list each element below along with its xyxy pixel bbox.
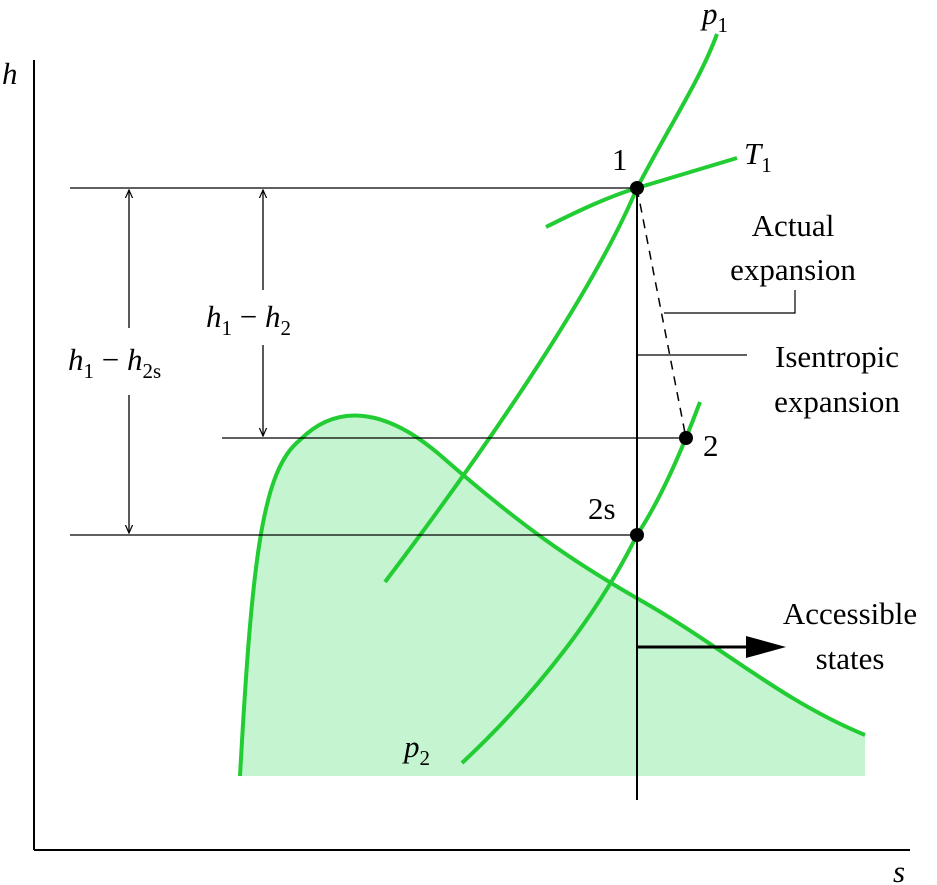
actual-expansion-label-line1: Actual <box>752 208 835 243</box>
h1-minus-h2-label: h1 − h2 <box>206 299 291 340</box>
isentropic-expansion-label-line1: Isentropic <box>775 339 899 374</box>
actual-expansion-leader <box>664 290 796 314</box>
state-point-2 <box>679 431 693 445</box>
accessible-states-label-line1: Accessible <box>783 596 917 631</box>
state-1-label: 1 <box>612 142 628 177</box>
actual-expansion-label-line2: expansion <box>730 252 856 287</box>
accessible-states-label-line2: states <box>816 641 885 676</box>
isentropic-expansion-label-line2: expansion <box>774 384 900 419</box>
state-2s-label: 2s <box>588 491 616 526</box>
actual-expansion-line <box>636 187 687 439</box>
p2-label: p2 <box>402 729 430 770</box>
state-point-2s <box>630 528 644 542</box>
isobar-p2-curve <box>460 401 702 765</box>
p1-label: p1 <box>700 0 728 37</box>
accessible-states-arrowhead <box>746 636 786 658</box>
state-2-label: 2 <box>703 428 719 463</box>
t1-label: T1 <box>744 136 772 177</box>
x-axis-label: s <box>893 854 905 885</box>
state-point-1 <box>630 181 644 195</box>
h1-minus-h2s-label: h1 − h2s <box>68 342 161 383</box>
accessible-region-fill <box>240 415 865 776</box>
isobar-p1-curve <box>383 33 719 584</box>
y-axis-label: h <box>2 56 18 91</box>
